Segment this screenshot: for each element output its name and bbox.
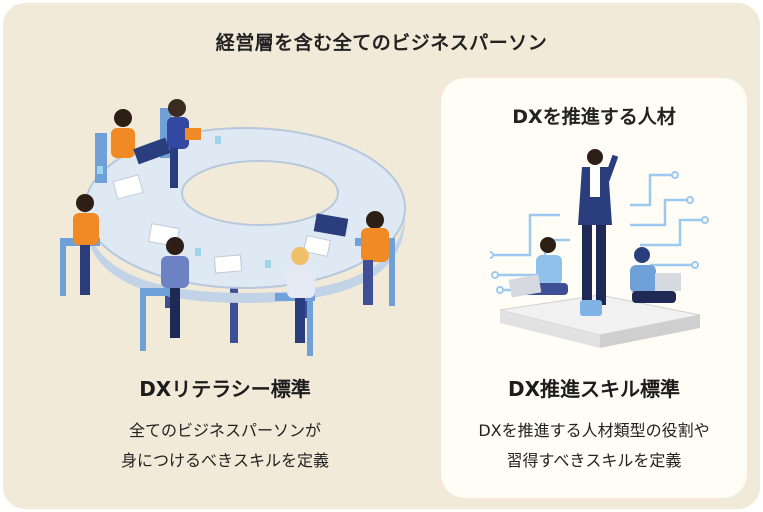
person-standing <box>578 149 619 305</box>
meeting-table-illustration <box>60 99 406 356</box>
dx-talent-illustration <box>490 149 709 348</box>
literacy-heading: DXリテラシー標準 <box>139 377 311 401</box>
dx-talent-title: DXを推進する人材 <box>512 106 676 128</box>
person-bottom-center <box>275 247 315 356</box>
person-sitting-left <box>508 237 568 298</box>
papers <box>112 174 331 274</box>
cups <box>97 136 271 268</box>
person-left <box>60 194 100 296</box>
skill-standard-heading: DX推進スキル標準 <box>507 377 681 401</box>
person-top <box>160 99 201 188</box>
person-right <box>313 211 395 306</box>
person-sitting-right <box>630 247 681 303</box>
literacy-desc-line2: 身につけるべきスキルを定義 <box>120 451 329 470</box>
skill-desc-line1: DXを推進する人材類型の役割や <box>478 421 710 440</box>
table-hole <box>181 160 339 226</box>
person-bottom-left <box>140 237 189 351</box>
page-title: 経営層を含む全てのビジネスパーソン <box>215 32 548 54</box>
bag <box>580 300 602 316</box>
circuit-nodes <box>490 171 709 294</box>
person-top-left <box>95 109 171 183</box>
skill-desc-line2: 習得すべきスキルを定義 <box>506 451 682 470</box>
skill-standard-description: DXを推進する人材類型の役割や 習得すべきスキルを定義 <box>441 416 747 476</box>
literacy-description: 全てのビジネスパーソンが 身につけるべきスキルを定義 <box>60 416 390 476</box>
dx-talent-panel <box>441 78 747 498</box>
literacy-desc-line1: 全てのビジネスパーソンが <box>128 421 321 440</box>
